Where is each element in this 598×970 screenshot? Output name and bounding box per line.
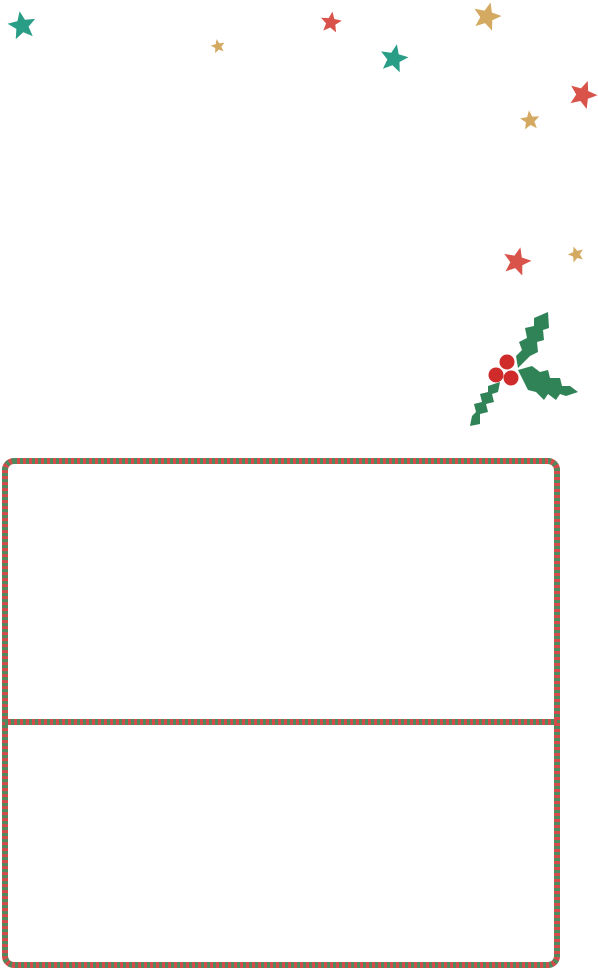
star-icon [474, 2, 502, 31]
star-icon [7, 11, 36, 40]
holly-leaf-upper [516, 312, 549, 368]
holly-berry-icon [503, 370, 519, 386]
star-gold-2-shape [520, 110, 540, 130]
star-gold-1-shape [474, 2, 502, 31]
holly-leaf-lower [470, 382, 500, 426]
star-red-1-shape [320, 11, 342, 33]
star-icon [567, 246, 583, 263]
card-border-stripes [2, 458, 560, 968]
bottom-panel [12, 732, 550, 958]
holly-berry-icon [488, 367, 504, 383]
star-icon [504, 247, 532, 276]
star-icon [381, 44, 409, 73]
holly-berry-icon [499, 354, 515, 370]
star-teal-1-shape [7, 11, 36, 40]
holly-leaf-right [518, 366, 578, 400]
star-icon [210, 39, 225, 54]
star-gold-small-1-shape [210, 39, 225, 54]
star-icon [320, 11, 342, 33]
star-icon [520, 110, 540, 130]
star-red-3-shape [504, 247, 532, 276]
star-teal-2-shape [381, 44, 409, 73]
star-red-2-shape [570, 80, 598, 109]
star-icon [570, 80, 598, 109]
card-frame [2, 458, 560, 968]
top-panel [12, 468, 550, 716]
star-gold-small-2-shape [567, 246, 583, 263]
holly-sprig-icon [470, 312, 578, 426]
